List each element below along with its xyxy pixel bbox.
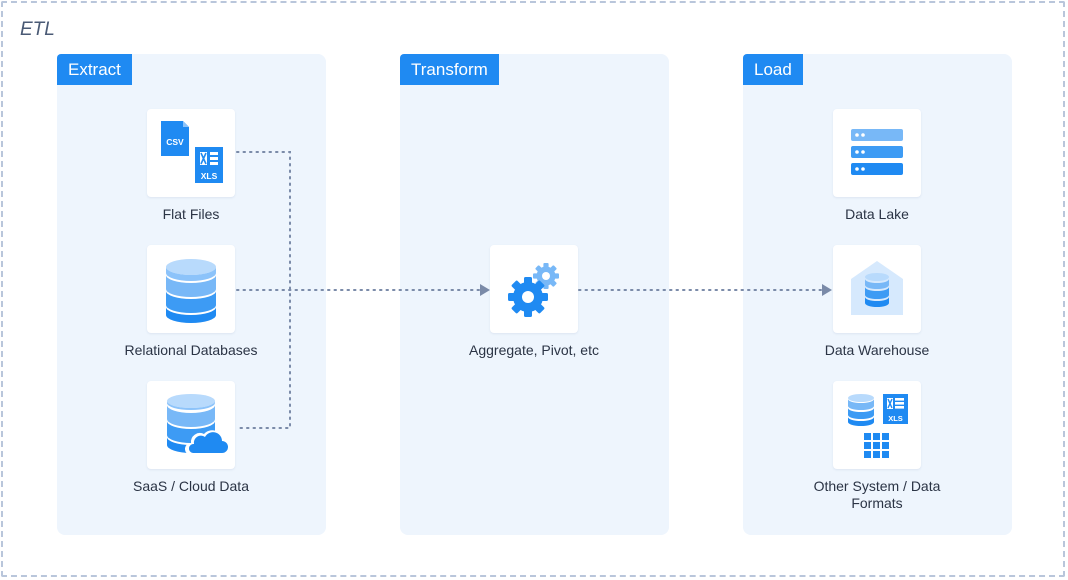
relational-databases-label: Relational Databases <box>124 342 258 358</box>
data-lake-label: Data Lake <box>845 206 909 222</box>
flat-files-card: CSV XLS <box>147 109 235 197</box>
load-stage-label: Load <box>743 54 803 85</box>
svg-text:XLS: XLS <box>201 171 218 181</box>
database-icon <box>166 259 216 323</box>
diagram-title: ETL <box>20 19 55 40</box>
extract-stage-label: Extract <box>57 54 132 85</box>
saas-cloud-data-label: SaaS / Cloud Data <box>133 478 249 494</box>
saas-cloud-data-card <box>147 381 235 469</box>
svg-text:XLS: XLS <box>888 414 903 423</box>
cloud-database-icon <box>167 394 231 455</box>
flat-files-label: Flat Files <box>162 206 220 222</box>
csv-xls-file-icon: CSV XLS <box>161 121 223 183</box>
other-formats-label-line2: Formats <box>851 495 903 511</box>
aggregate-pivot-card <box>490 245 578 333</box>
gears-icon <box>508 263 559 317</box>
warehouse-icon <box>851 261 903 315</box>
data-warehouse-card <box>833 245 921 333</box>
other-formats-label-line1: Other System / Data <box>813 478 941 494</box>
mixed-formats-icon: XLS <box>848 394 908 458</box>
arrowhead-load <box>822 284 832 296</box>
data-warehouse-label: Data Warehouse <box>824 342 930 358</box>
aggregate-pivot-label: Aggregate, Pivot, etc <box>469 342 599 358</box>
server-stack-icon <box>851 129 903 175</box>
svg-text:CSV: CSV <box>166 137 184 147</box>
transform-stage-label: Transform <box>400 54 499 85</box>
other-formats-label: Other System / Data Formats <box>762 478 992 512</box>
data-lake-card <box>833 109 921 197</box>
other-formats-card: XLS <box>833 381 921 469</box>
arrowhead-transform <box>480 284 490 296</box>
relational-databases-card <box>147 245 235 333</box>
